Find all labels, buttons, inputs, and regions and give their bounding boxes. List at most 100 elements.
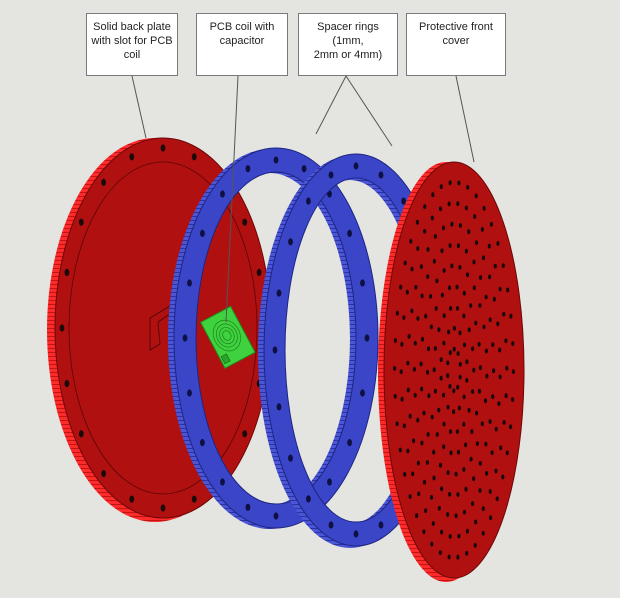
vent-hole <box>499 445 503 451</box>
vent-hole <box>447 329 451 335</box>
bolt-hole <box>200 439 205 447</box>
vent-hole <box>489 221 493 227</box>
leader-spacer-ring-2 <box>345 75 393 147</box>
vent-hole <box>506 287 510 293</box>
vent-hole <box>449 450 453 456</box>
vent-hole <box>457 180 461 186</box>
vent-hole <box>482 205 486 211</box>
vent-hole <box>395 421 399 427</box>
vent-hole <box>410 266 414 272</box>
vent-hole <box>455 306 460 311</box>
vent-hole <box>496 321 500 327</box>
bolt-hole <box>306 495 311 503</box>
vent-hole <box>511 369 515 374</box>
bolt-hole <box>276 403 282 411</box>
vent-hole <box>442 421 446 427</box>
vent-hole <box>490 450 494 456</box>
bolt-hole <box>129 495 135 503</box>
bolt-hole <box>191 153 197 161</box>
vent-hole <box>504 393 508 399</box>
vent-hole <box>472 367 476 373</box>
vent-hole <box>462 313 466 319</box>
vent-hole <box>471 501 475 506</box>
vent-hole <box>452 346 456 352</box>
bolt-hole <box>220 478 225 486</box>
bolt-hole <box>59 324 65 332</box>
vent-hole <box>478 303 482 308</box>
vent-hole <box>431 521 435 526</box>
vent-hole <box>432 367 436 373</box>
vent-hole <box>464 486 468 492</box>
bolt-hole <box>160 144 166 152</box>
vent-hole <box>438 550 442 555</box>
vent-hole <box>416 246 420 251</box>
vent-hole <box>429 294 433 299</box>
vent-hole <box>458 265 462 270</box>
vent-hole <box>429 324 433 330</box>
vent-hole <box>510 397 515 402</box>
vent-hole <box>501 263 505 268</box>
back-plate-inner-circle <box>68 161 258 495</box>
vent-hole <box>505 450 509 456</box>
vent-hole <box>511 341 515 346</box>
vent-hole <box>504 338 508 344</box>
vent-hole <box>449 306 453 311</box>
vent-hole <box>465 272 470 278</box>
bolt-hole <box>353 530 359 538</box>
callout-front-cover: Protective front cover <box>406 13 506 76</box>
vent-hole <box>466 185 470 190</box>
vent-hole <box>462 467 466 472</box>
vent-hole <box>393 366 397 371</box>
vent-hole <box>420 336 425 342</box>
bolt-hole <box>101 178 106 186</box>
vent-hole <box>440 486 444 492</box>
bolt-hole <box>256 268 262 276</box>
vent-hole <box>455 284 459 290</box>
vent-hole <box>472 476 476 482</box>
vent-hole <box>423 204 427 210</box>
bolt-hole <box>273 512 279 520</box>
bolt-hole <box>160 504 166 512</box>
vent-hole <box>433 234 437 239</box>
vent-hole <box>448 384 452 389</box>
vent-hole <box>497 401 501 406</box>
vent-hole <box>419 264 423 269</box>
bolt-hole <box>364 334 370 342</box>
vent-hole <box>426 432 430 437</box>
bolt-hole <box>301 165 307 173</box>
vent-hole <box>481 506 485 511</box>
leader-back-plate <box>131 75 147 139</box>
vent-hole <box>492 296 496 302</box>
vent-hole <box>448 534 452 539</box>
vent-hole <box>465 378 469 383</box>
vent-hole <box>427 393 431 399</box>
vent-hole <box>475 441 479 446</box>
vent-hole <box>417 491 421 497</box>
vent-hole <box>437 407 441 413</box>
vent-hole <box>456 492 460 497</box>
bolt-hole <box>272 346 278 354</box>
vent-hole <box>424 508 428 513</box>
bolt-hole <box>276 289 282 297</box>
vent-hole <box>441 225 446 231</box>
vent-hole <box>479 275 483 280</box>
vent-hole <box>455 429 459 434</box>
bolt-hole <box>288 238 293 246</box>
vent-hole <box>425 460 429 465</box>
vent-hole <box>456 384 460 390</box>
bolt-hole <box>378 521 384 529</box>
coil-spiral <box>212 319 241 352</box>
vent-hole <box>450 221 454 227</box>
vent-hole <box>482 324 486 330</box>
vent-hole <box>393 394 397 399</box>
vent-hole <box>478 488 482 493</box>
bolt-hole <box>288 454 293 462</box>
vent-hole <box>411 471 415 477</box>
vent-hole <box>505 365 509 371</box>
vent-hole <box>474 193 478 199</box>
bolt-hole <box>347 229 352 237</box>
vent-hole <box>440 248 444 254</box>
vent-hole <box>448 350 452 356</box>
vent-hole <box>437 505 441 511</box>
vent-hole <box>413 340 417 346</box>
